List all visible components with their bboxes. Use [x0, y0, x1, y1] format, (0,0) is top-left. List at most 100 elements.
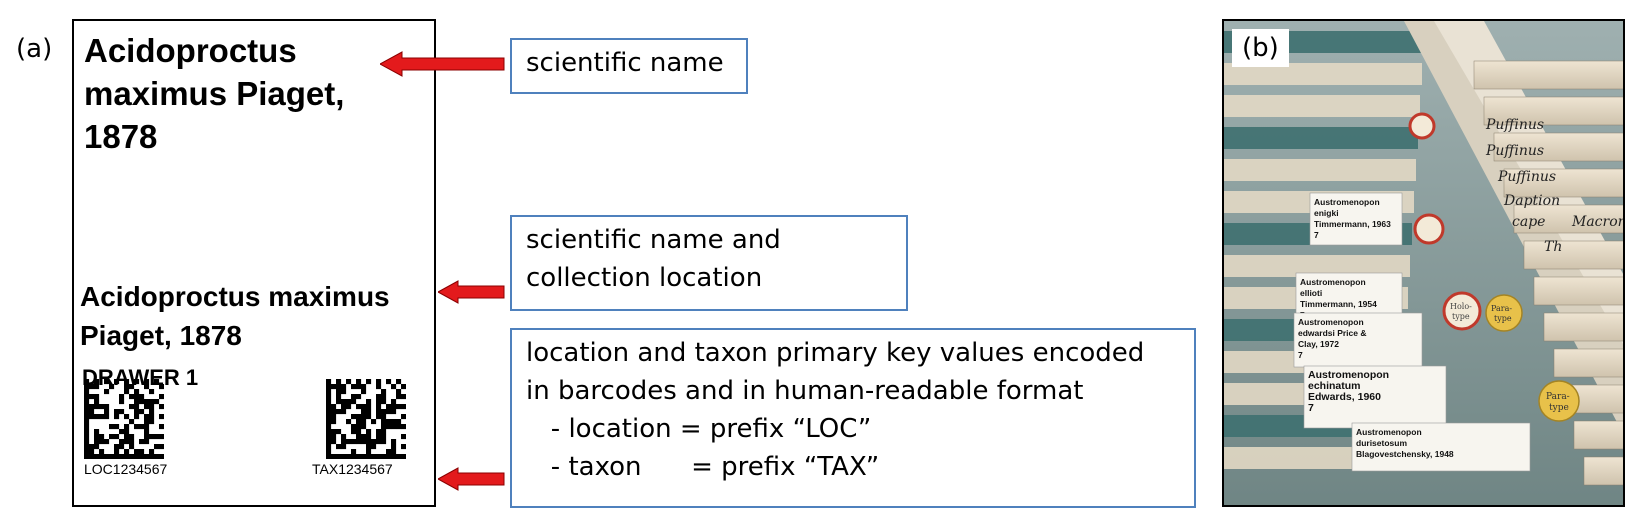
species-tab-text: Austromenopon [1314, 197, 1380, 207]
barcode-module [94, 384, 100, 390]
card-divider [1224, 95, 1420, 117]
arrow-to-medium-name [438, 280, 505, 304]
barcode-module [84, 444, 90, 450]
holotype-badge [1408, 112, 1436, 140]
barcode-module [139, 399, 145, 405]
barcode-module [366, 444, 372, 450]
barcode-module [326, 439, 332, 445]
barcode-module [94, 444, 100, 450]
card-divider [1224, 255, 1410, 277]
panel-a-tag: (a) [16, 34, 53, 64]
barcode-module [396, 404, 402, 410]
barcode-module [386, 409, 392, 415]
handwritten-card-label: Th [1544, 239, 1562, 255]
barcode-module [371, 454, 377, 459]
barcode-module [386, 419, 392, 425]
barcode-module [89, 414, 95, 420]
barcode-module [134, 449, 140, 455]
barcode-module [99, 454, 105, 459]
barcode-module [376, 429, 382, 435]
barcode-module [381, 429, 387, 435]
barcode-module [336, 409, 342, 415]
barcode-module [356, 379, 362, 385]
species-tab-text: 7 [1314, 230, 1319, 240]
barcode-module [381, 394, 387, 400]
barcode-module [159, 424, 164, 430]
barcode-module [104, 414, 110, 420]
barcode-module [331, 384, 337, 390]
barcode-module [396, 379, 402, 385]
arrow-to-large-name [380, 51, 505, 77]
handwritten-card-label: Puffinus [1485, 117, 1544, 133]
barcode-module [144, 404, 150, 410]
barcode-module [326, 409, 332, 415]
index-card [1543, 312, 1623, 342]
barcode-module [366, 434, 372, 440]
barcode-module [366, 399, 372, 405]
barcode-module [149, 454, 155, 459]
barcode-module [89, 449, 95, 455]
callout-line: - location = prefix “LOC” [526, 414, 872, 444]
index-card [1503, 168, 1623, 198]
arrow-to-barcodes [438, 467, 505, 491]
barcode-module [356, 394, 362, 400]
barcode-module [84, 419, 90, 425]
barcode-module [84, 434, 90, 440]
barcode-module [84, 399, 90, 405]
barcode-module [154, 379, 160, 385]
barcode-module [376, 439, 382, 445]
barcode-module [119, 454, 125, 459]
barcode-module [114, 379, 120, 385]
barcode-module [391, 384, 397, 390]
species-tab-text: ellioti [1300, 288, 1322, 298]
label-drawer-location: DRAWER 1 [82, 365, 199, 390]
barcode-module [104, 439, 110, 445]
species-tab [1303, 365, 1447, 429]
barcode-module [346, 439, 352, 445]
handwritten-card-label: Puffinus [1497, 169, 1556, 185]
barcode-module [401, 384, 406, 390]
barcode-module [139, 409, 145, 415]
barcode-module [336, 429, 342, 435]
barcode-module [366, 404, 372, 410]
location-code-text: LOC1234567 [84, 461, 168, 477]
barcode-module [366, 439, 372, 445]
barcode-module [351, 384, 357, 390]
barcode-module [401, 394, 406, 400]
barcode-module [381, 424, 387, 430]
barcode-module [356, 434, 362, 440]
barcode-module [84, 424, 90, 430]
barcode-module [356, 429, 362, 435]
species-tab-text: 7 [1308, 402, 1314, 414]
barcode-module [109, 424, 115, 430]
barcode-module [336, 389, 342, 395]
barcode-module [129, 404, 135, 410]
barcode-module [99, 439, 105, 445]
barcode-module [139, 449, 145, 455]
barcode-module [366, 414, 372, 420]
barcode-module [331, 429, 337, 435]
badge-text: Holo- [1450, 302, 1472, 311]
handwritten-card-label: Macron [1571, 214, 1625, 230]
barcode-module [149, 434, 155, 440]
barcode-module [119, 429, 125, 435]
barcode-module [341, 454, 347, 459]
barcode-module [94, 404, 100, 410]
barcode-module [154, 434, 160, 440]
barcode-module [391, 449, 397, 455]
barcode-module [84, 454, 90, 459]
barcode-module [376, 409, 382, 415]
barcode-module [376, 394, 382, 400]
badge-text: Para- [1491, 304, 1512, 313]
barcode-module [159, 444, 164, 450]
barcode-module [99, 434, 105, 440]
barcode-module [361, 414, 367, 420]
barcode-module [114, 424, 120, 430]
barcode-module [114, 449, 120, 455]
barcode-module [104, 389, 110, 395]
barcode-module [89, 384, 95, 390]
taxon-barcode [326, 379, 406, 459]
barcode-module [376, 384, 382, 390]
barcode-module [124, 384, 130, 390]
barcode-module [396, 419, 402, 425]
